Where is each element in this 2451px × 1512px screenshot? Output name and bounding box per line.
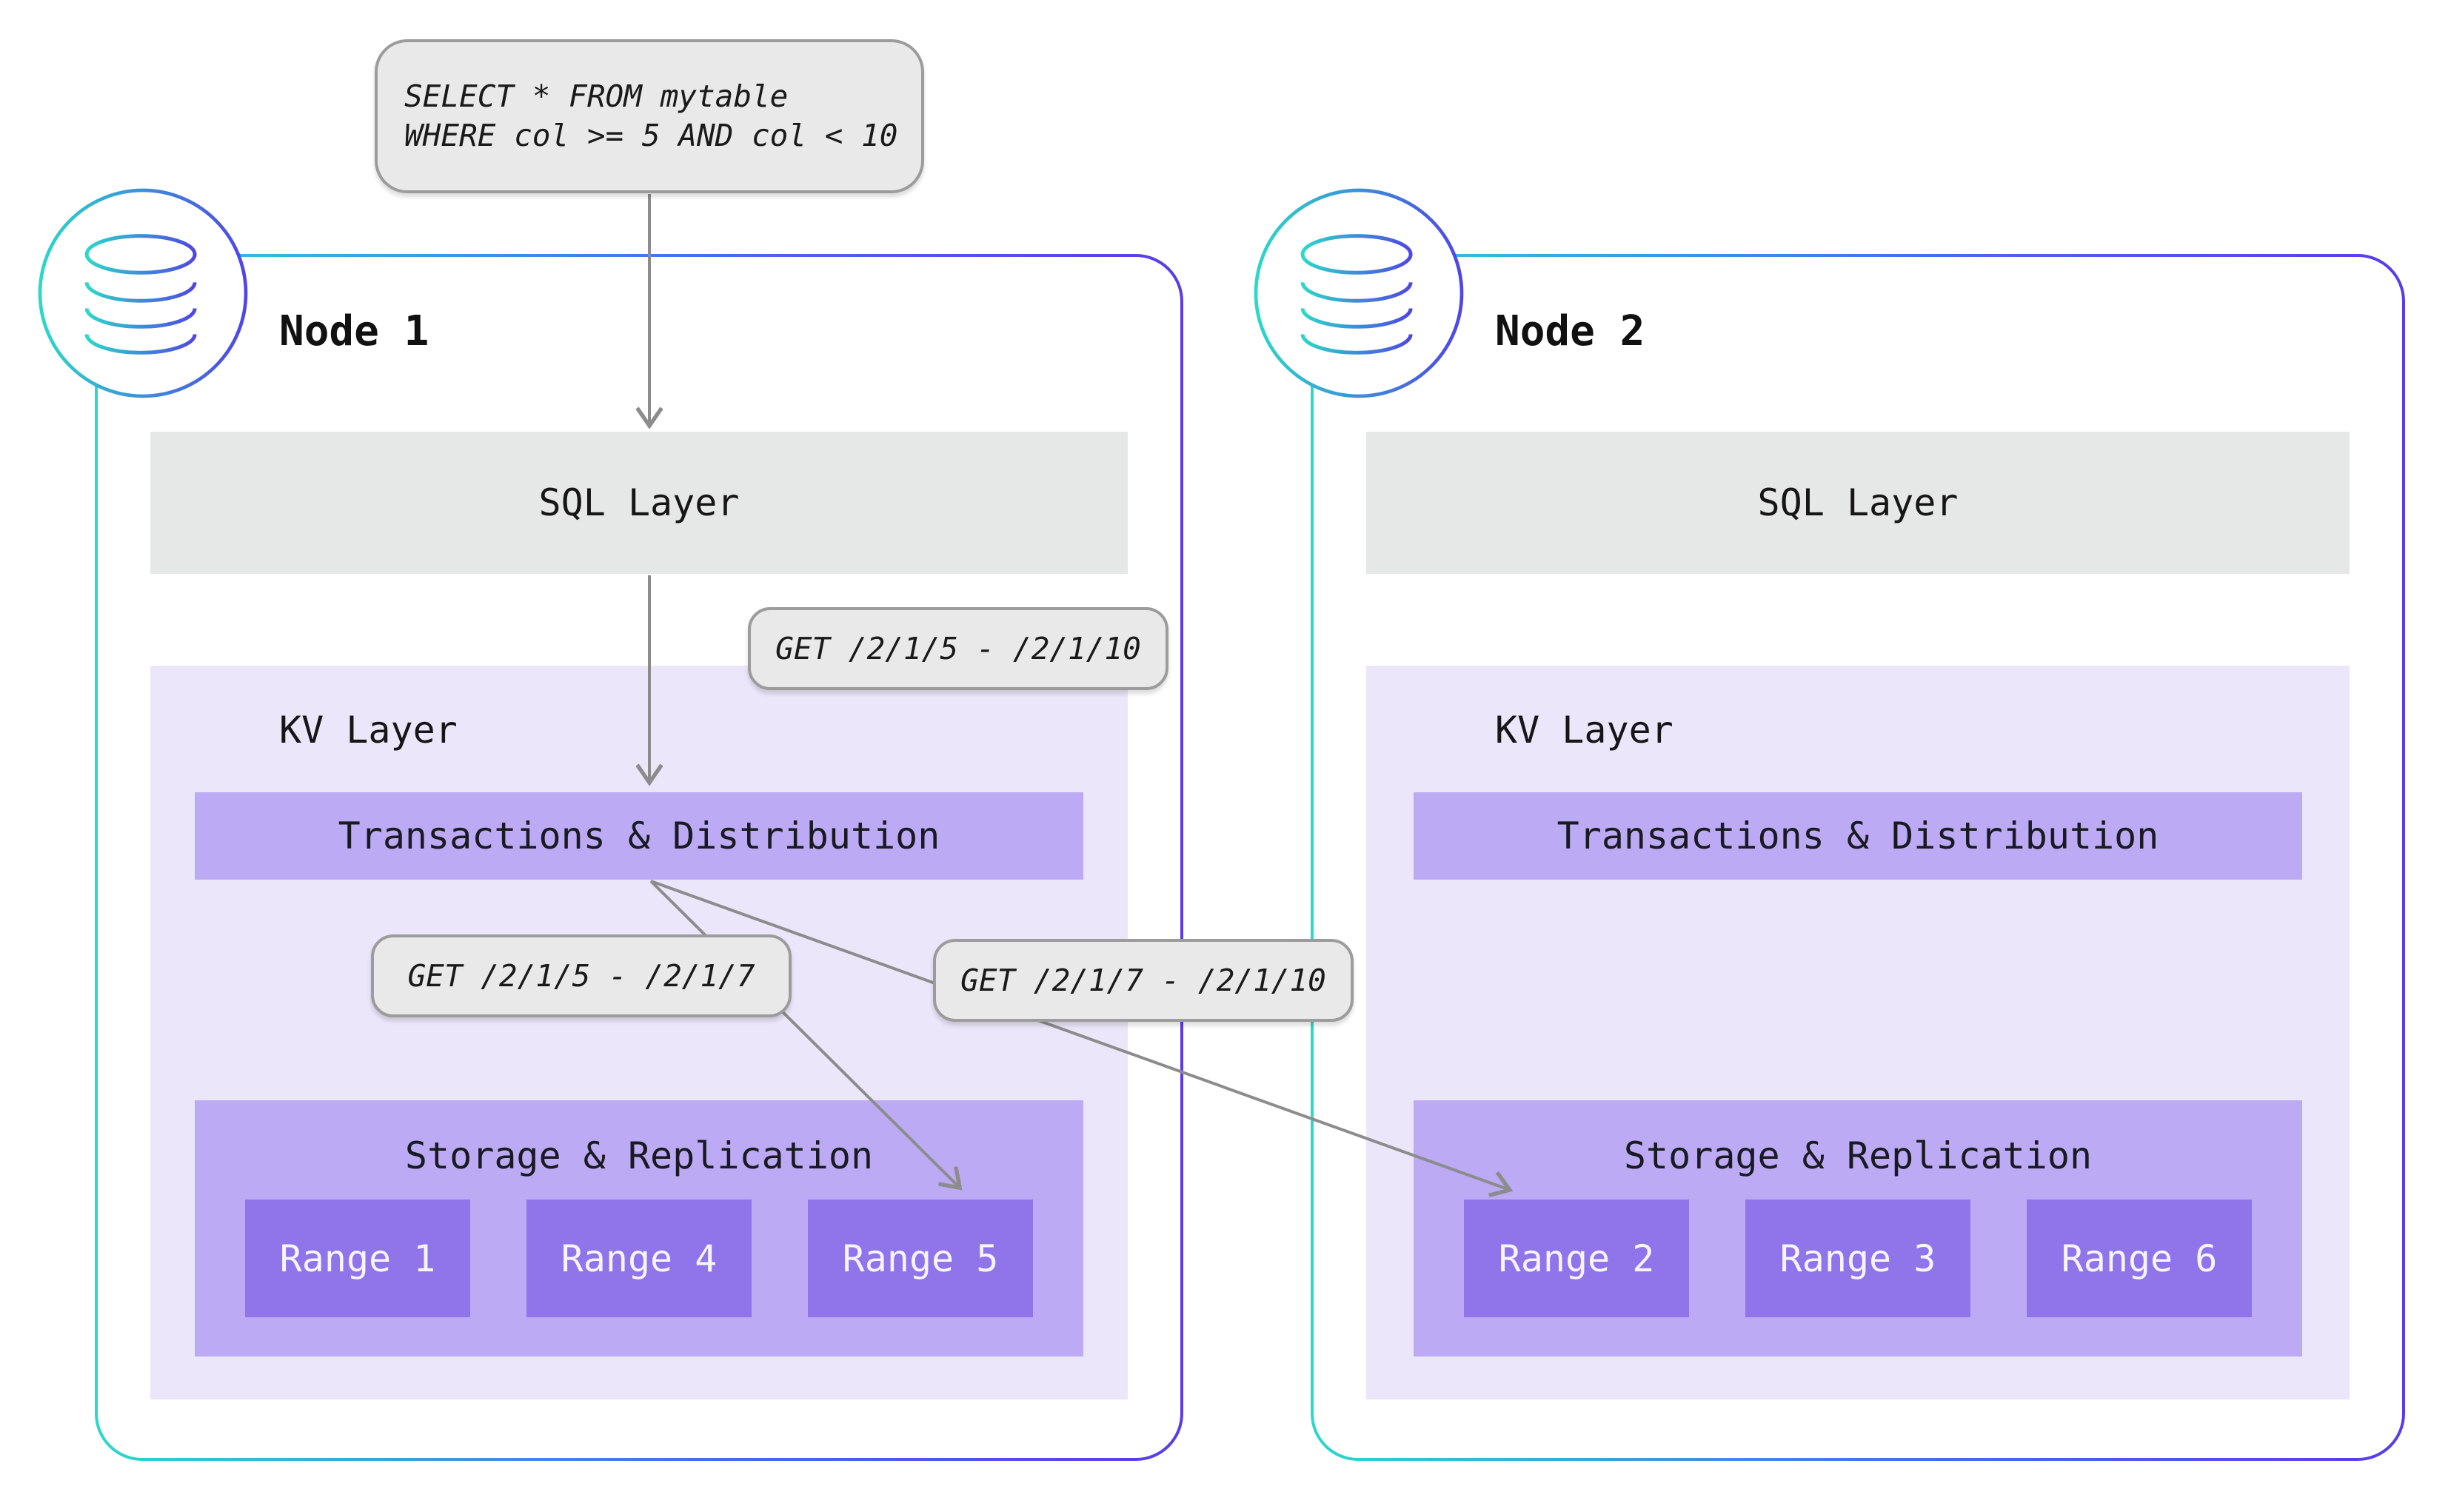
range-box: Range 5 bbox=[808, 1200, 1033, 1317]
node-2-storage-replication-box: Storage & Replication Range 2 Range 3 Ra… bbox=[1414, 1100, 2302, 1357]
range-box: Range 6 bbox=[2027, 1200, 2252, 1317]
node-1-title: Node 1 bbox=[279, 307, 429, 355]
range-box: Range 1 bbox=[245, 1200, 470, 1317]
get-range-right-text: GET /2/1/7 - /2/1/10 bbox=[960, 963, 1326, 998]
get-range-left-label: GET /2/1/5 - /2/1/7 bbox=[371, 934, 792, 1017]
node-1-transactions-label: Transactions & Distribution bbox=[338, 814, 940, 857]
node-2-sql-layer-box: SQL Layer bbox=[1366, 432, 2350, 574]
node-1-database-icon bbox=[35, 185, 251, 401]
get-range-full-label: GET /2/1/5 - /2/1/10 bbox=[748, 607, 1168, 690]
node-2-transactions-label: Transactions & Distribution bbox=[1556, 814, 2159, 857]
node-2-database-icon bbox=[1251, 185, 1467, 401]
node-1-ranges-row: Range 1 Range 4 Range 5 bbox=[195, 1200, 1083, 1317]
node-2-transactions-distribution-box: Transactions & Distribution bbox=[1414, 792, 2302, 880]
node-2-storage-label: Storage & Replication bbox=[1623, 1134, 2093, 1177]
sql-query-line-1: SELECT * FROM mytable bbox=[404, 78, 789, 114]
get-range-left-text: GET /2/1/5 - /2/1/7 bbox=[407, 958, 755, 994]
get-range-right-label: GET /2/1/7 - /2/1/10 bbox=[933, 939, 1354, 1022]
sql-query-label: SELECT * FROM mytable WHERE col >= 5 AND… bbox=[375, 39, 924, 193]
node-1-transactions-distribution-box: Transactions & Distribution bbox=[195, 792, 1083, 880]
node-2-kv-layer-box: KV Layer Transactions & Distribution Sto… bbox=[1366, 666, 2350, 1399]
node-1-sql-layer-box: SQL Layer bbox=[150, 432, 1128, 574]
node-1-storage-label: Storage & Replication bbox=[404, 1134, 874, 1177]
node-2-box: Node 2 SQL Layer KV Layer Transactions &… bbox=[1311, 254, 2405, 1461]
node-1-box: Node 1 SQL Layer KV Layer Transactions &… bbox=[95, 254, 1183, 1461]
get-range-full-text: GET /2/1/5 - /2/1/10 bbox=[775, 631, 1141, 666]
arrow-transactions-to-range-5 bbox=[649, 880, 958, 1186]
range-box: Range 2 bbox=[1464, 1200, 1689, 1317]
node-2-ranges-row: Range 2 Range 3 Range 6 bbox=[1414, 1200, 2302, 1317]
node-2-sql-layer-label: SQL Layer bbox=[1757, 481, 1959, 524]
node-1-kv-layer-label: KV Layer bbox=[279, 709, 458, 752]
sql-query-line-2: WHERE col >= 5 AND col < 10 bbox=[404, 118, 898, 153]
node-2-kv-layer-label: KV Layer bbox=[1495, 709, 1673, 752]
node-1-kv-layer-box: KV Layer Transactions & Distribution Sto… bbox=[150, 666, 1128, 1399]
range-box: Range 4 bbox=[526, 1200, 752, 1317]
range-box: Range 3 bbox=[1745, 1200, 1970, 1317]
database-cylinder-icon bbox=[38, 188, 248, 398]
node-1-storage-replication-box: Storage & Replication Range 1 Range 4 Ra… bbox=[195, 1100, 1083, 1357]
database-cylinder-icon bbox=[1254, 188, 1464, 398]
node-2-title: Node 2 bbox=[1495, 307, 1645, 355]
node-1-sql-layer-label: SQL Layer bbox=[538, 481, 740, 524]
arrow-transactions-to-node-2-range-2 bbox=[650, 880, 1508, 1189]
